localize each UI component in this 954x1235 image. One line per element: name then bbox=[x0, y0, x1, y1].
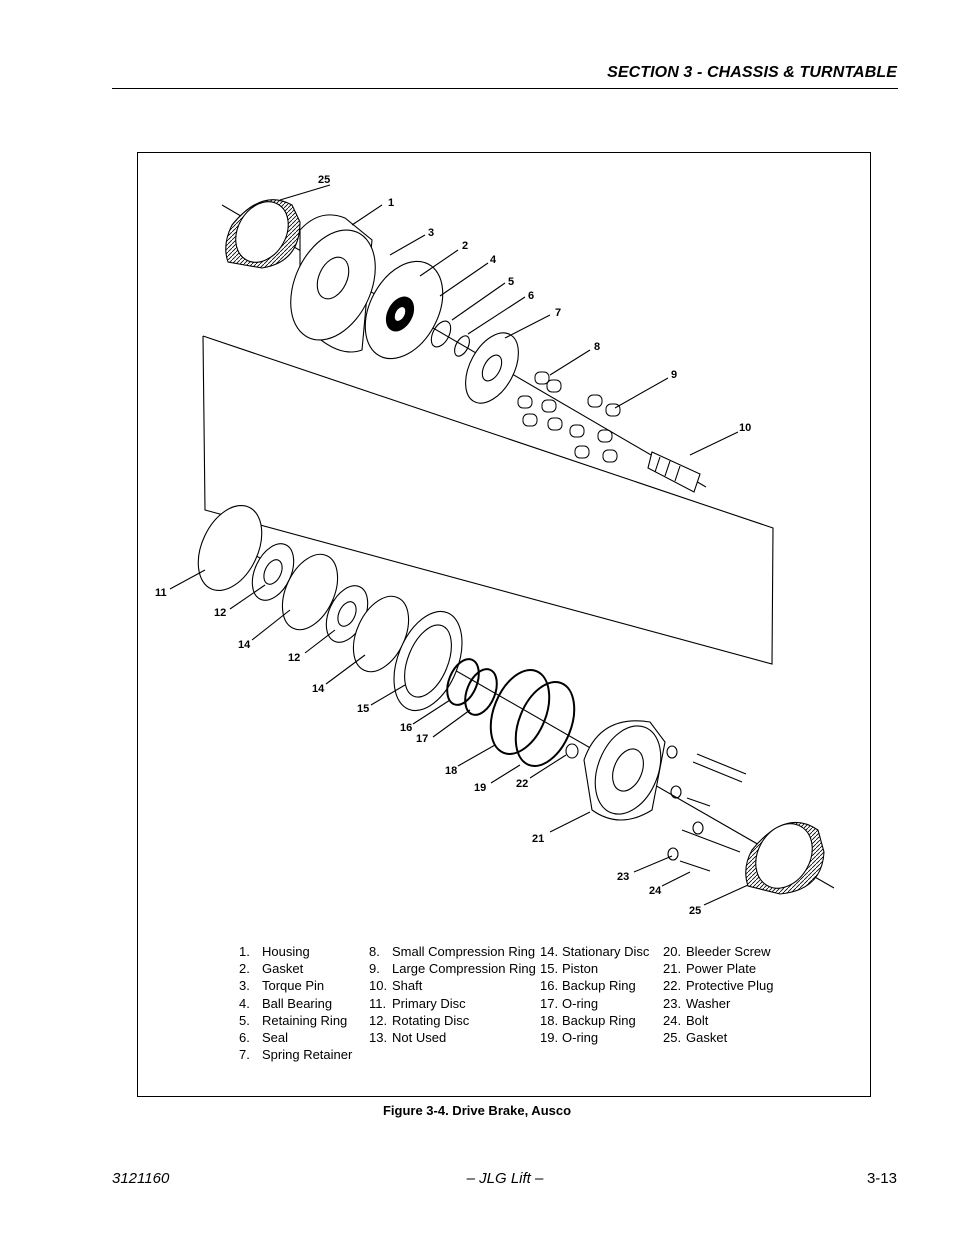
legend-item: 17.O-ring bbox=[540, 995, 599, 1011]
legend-item: 12.Rotating Disc bbox=[369, 1012, 470, 1028]
legend-column-3: 14.Stationary Disc 15.Piston 16.Backup R… bbox=[540, 943, 649, 1046]
callout-19: 19 bbox=[474, 782, 486, 794]
callout-2: 2 bbox=[462, 240, 468, 252]
legend-column-4: 20.Bleeder Screw 21.Power Plate 22.Prote… bbox=[663, 943, 773, 1046]
callout-14a: 14 bbox=[238, 639, 251, 651]
footer-brand: – JLG Lift – bbox=[466, 1170, 544, 1187]
callout-14b: 14 bbox=[312, 683, 325, 695]
legend-item: 16.Backup Ring bbox=[540, 978, 636, 994]
legend-item: 1.Housing bbox=[239, 944, 310, 959]
callout-5: 5 bbox=[508, 276, 514, 288]
legend-item: 2.Gasket bbox=[239, 961, 304, 977]
legend-column-2: 8.Small Compression Ring 9.Large Compres… bbox=[369, 943, 536, 1046]
figure-frame bbox=[137, 152, 871, 1097]
legend-item: 22.Protective Plug bbox=[663, 978, 774, 994]
callout-11: 11 bbox=[155, 587, 167, 599]
legend-item: 21.Power Plate bbox=[663, 961, 757, 977]
legend-item: 25.Gasket bbox=[663, 1030, 728, 1046]
callout-21: 21 bbox=[532, 833, 544, 845]
legend-item: 24.Bolt bbox=[663, 1012, 709, 1028]
callout-15: 15 bbox=[357, 703, 369, 715]
figure-caption: Figure 3-4. Drive Brake, Ausco bbox=[382, 1103, 572, 1118]
callout-7: 7 bbox=[555, 307, 561, 319]
callout-8: 8 bbox=[594, 341, 600, 353]
legend-item: 20.Bleeder Screw bbox=[663, 944, 771, 959]
callout-16: 16 bbox=[400, 722, 412, 734]
legend-item: 7.Spring Retainer bbox=[239, 1047, 353, 1063]
callout-3: 3 bbox=[428, 227, 434, 239]
legend-item: 3.Torque Pin bbox=[239, 978, 325, 994]
page-number: 3-13 bbox=[866, 1170, 897, 1187]
callout-1: 1 bbox=[388, 197, 394, 209]
legend-item: 6.Seal bbox=[239, 1030, 289, 1046]
callout-18: 18 bbox=[445, 765, 457, 777]
callout-4: 4 bbox=[490, 254, 497, 266]
callout-12a: 12 bbox=[214, 607, 226, 619]
legend-item: 14.Stationary Disc bbox=[540, 944, 650, 959]
legend-item: 10.Shaft bbox=[369, 978, 423, 994]
legend-item: 8.Small Compression Ring bbox=[369, 944, 536, 959]
callout-6: 6 bbox=[528, 290, 534, 302]
legend-item: 13.Not Used bbox=[369, 1030, 447, 1046]
callout-10: 10 bbox=[739, 422, 751, 434]
header-rule bbox=[112, 88, 898, 89]
callout-labels: 25 1 3 2 4 5 6 7 8 9 10 11 12 14 12 14 1… bbox=[155, 174, 751, 917]
legend-item: 4.Ball Bearing bbox=[239, 995, 333, 1011]
document-number: 3121160 bbox=[112, 1170, 170, 1187]
callout-25-top: 25 bbox=[318, 174, 330, 186]
primary-disc bbox=[197, 504, 263, 592]
legend-item: 5.Retaining Ring bbox=[239, 1012, 348, 1028]
callout-25-bottom: 25 bbox=[689, 905, 701, 917]
section-title: SECTION 3 - CHASSIS & TURNTABLE bbox=[607, 64, 897, 81]
callout-22: 22 bbox=[516, 778, 528, 790]
legend-item: 23.Washer bbox=[663, 995, 731, 1011]
legend-item: 15.Piston bbox=[540, 961, 599, 977]
callout-12b: 12 bbox=[288, 652, 300, 664]
callout-9: 9 bbox=[671, 369, 677, 381]
legend-column-1: 1.Housing 2.Gasket 3.Torque Pin 4.Ball B… bbox=[239, 943, 352, 1063]
legend-item: 11.Primary Disc bbox=[369, 995, 466, 1011]
callout-17: 17 bbox=[416, 733, 428, 745]
callout-23: 23 bbox=[617, 871, 629, 883]
callout-24: 24 bbox=[649, 885, 662, 897]
legend-item: 19.O-ring bbox=[540, 1030, 599, 1046]
legend-item: 18.Backup Ring bbox=[540, 1012, 636, 1028]
legend-item: 9.Large Compression Ring bbox=[369, 961, 536, 977]
